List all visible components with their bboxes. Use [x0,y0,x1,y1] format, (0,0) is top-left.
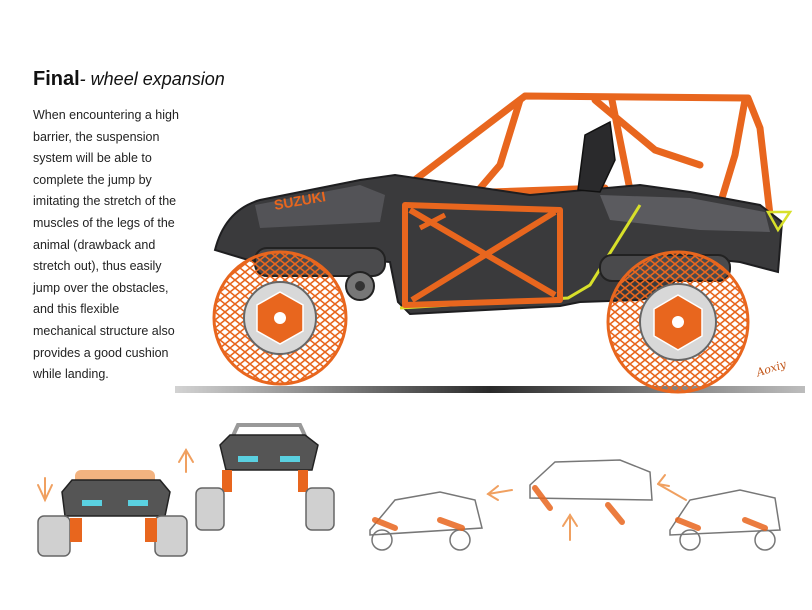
arrow-up-icon [178,448,194,473]
description-text: When encountering a high barrier, the su… [33,108,179,382]
rear-wheel [212,250,348,386]
side-sketches [369,459,781,551]
title-italic: - wheel expansion [79,69,225,89]
main-vehicle: SUZUKI [212,92,793,394]
seat [577,120,616,193]
arrow-down-icon [37,477,53,503]
sketch-legs [372,485,768,531]
page-title: Final- wheel expansion [33,68,225,91]
door-frame [402,202,563,308]
title-bold: Final [33,68,80,90]
front-view-extended [195,423,335,531]
arrow-left-icon [486,485,513,501]
front-view-collapsed [37,470,188,557]
arrow-up-icon-2 [562,513,578,541]
front-wheel [606,250,750,394]
ground-shadow [175,386,805,393]
arrow-upleft-icon [657,474,687,501]
